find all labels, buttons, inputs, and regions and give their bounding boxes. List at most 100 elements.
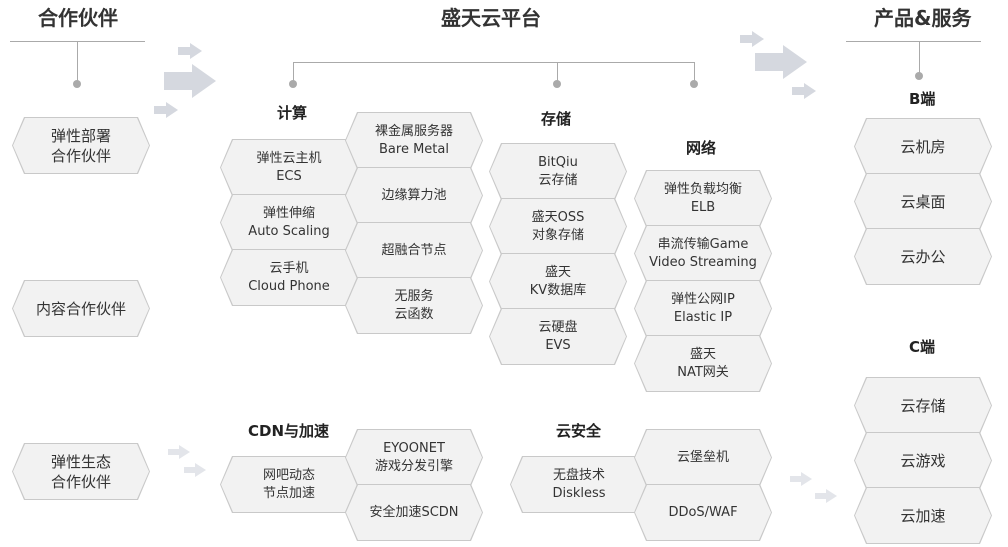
network-title: 网络	[686, 139, 717, 157]
cdn-scdn[interactable]: 安全加速SCDN	[345, 484, 483, 541]
arrow-right-icon	[168, 445, 190, 459]
cdn-internet-cafe[interactable]: 网吧动态节点加速	[220, 456, 358, 513]
arrow-right-icon	[815, 489, 837, 503]
item-label: 弹性公网IP	[671, 291, 735, 307]
item-label: 云手机	[269, 260, 309, 276]
item-sublabel: Auto Scaling	[248, 223, 330, 239]
item-label: 安全加速SCDN	[369, 504, 459, 520]
security-bastion[interactable]: 云堡垒机	[634, 429, 772, 486]
item-sublabel: Bare Metal	[379, 141, 449, 157]
item-sublabel: NAT网关	[677, 364, 729, 380]
platform-dot-compute	[289, 80, 297, 88]
item-label: 云桌面	[900, 192, 946, 211]
compute-bare-metal[interactable]: 裸金属服务器 Bare Metal	[345, 112, 483, 169]
compute-serverless[interactable]: 无服务云函数	[345, 277, 483, 334]
item-sublabel: EVS	[545, 337, 571, 353]
storage-oss[interactable]: 盛天OSS 对象存储	[489, 198, 627, 255]
item-label: 无盘技术	[552, 467, 605, 483]
partners-underline	[10, 41, 145, 42]
item-label: EYOONET	[383, 440, 445, 456]
partner-label: 弹性生态	[50, 452, 111, 471]
item-sublabel: Cloud Phone	[248, 278, 330, 294]
item-label: 云机房	[900, 137, 946, 156]
b-end-title: B端	[909, 90, 936, 108]
products-underline	[846, 41, 981, 42]
item-label: 边缘算力池	[381, 187, 447, 203]
arrow-right-icon	[790, 472, 812, 486]
item-sublabel: KV数据库	[529, 282, 587, 298]
platform-bracket-storage	[557, 62, 558, 84]
b-end-cloud-office[interactable]: 云办公	[854, 228, 992, 285]
platform-bracket-h	[293, 62, 694, 63]
partner-label: 合作伙伴	[50, 146, 111, 165]
arrow-right-icon	[154, 102, 178, 118]
c-end-cloud-storage[interactable]: 云存储	[854, 377, 992, 434]
arrow-right-icon	[792, 83, 816, 99]
item-label: 超融合节点	[381, 242, 447, 258]
partner-elastic-ecosystem[interactable]: 弹性生态合作伙伴	[12, 443, 150, 500]
item-label: 云加速	[900, 506, 946, 525]
partner-content[interactable]: 内容合作伙伴	[12, 280, 150, 337]
item-label: 弹性伸缩	[262, 205, 315, 221]
item-sublabel: Diskless	[552, 485, 606, 501]
network-elb[interactable]: 弹性负载均衡 ELB	[634, 170, 772, 227]
c-end-cloud-gaming[interactable]: 云游戏	[854, 432, 992, 489]
item-label: 串流传输Game	[657, 236, 749, 252]
network-elastic-ip[interactable]: 弹性公网IP Elastic IP	[634, 280, 772, 337]
arrow-right-icon	[164, 64, 216, 98]
storage-evs[interactable]: 云硬盘 EVS	[489, 308, 627, 365]
c-end-title: C端	[909, 338, 936, 356]
storage-title: 存储	[541, 110, 572, 128]
platform-bracket-compute	[293, 62, 294, 84]
item-label: 云硬盘	[538, 319, 578, 335]
compute-auto-scaling[interactable]: 弹性伸缩 Auto Scaling	[220, 194, 358, 251]
item-label: 网吧动态	[262, 467, 315, 483]
item-label: 云存储	[900, 396, 946, 415]
item-label: 裸金属服务器	[374, 123, 453, 139]
platform-dot-network	[690, 80, 698, 88]
item-sublabel: Video Streaming	[649, 254, 757, 270]
compute-edge-pool[interactable]: 边缘算力池	[345, 167, 483, 224]
item-sublabel: 节点加速	[262, 485, 315, 501]
item-sublabel: 对象存储	[531, 227, 584, 243]
storage-kv[interactable]: 盛天 KV数据库	[489, 253, 627, 310]
partners-title: 合作伙伴	[38, 6, 118, 30]
b-end-cloud-room[interactable]: 云机房	[854, 118, 992, 175]
partner-label: 内容合作伙伴	[35, 299, 126, 318]
security-diskless[interactable]: 无盘技术 Diskless	[510, 456, 648, 513]
item-sublabel: ECS	[276, 168, 302, 184]
arrow-right-icon	[755, 45, 807, 79]
cdn-title: CDN与加速	[248, 422, 330, 440]
c-end-cloud-acceleration[interactable]: 云加速	[854, 487, 992, 544]
partner-label: 合作伙伴	[50, 472, 111, 491]
item-label: 弹性负载均衡	[663, 181, 742, 197]
item-label: 盛天OSS	[531, 209, 585, 225]
item-label: 云堡垒机	[676, 449, 729, 465]
item-label: 云游戏	[900, 451, 946, 470]
arrow-right-icon	[178, 43, 202, 59]
item-sublabel: ELB	[690, 199, 716, 215]
compute-ecs[interactable]: 弹性云主机 ECS	[220, 139, 358, 196]
products-stem	[919, 42, 920, 76]
arrow-right-icon	[184, 463, 206, 477]
platform-bracket-network	[694, 62, 695, 84]
item-label: DDoS/WAF	[668, 504, 738, 520]
partner-label: 弹性部署	[50, 126, 111, 145]
products-dot	[915, 72, 923, 80]
network-nat[interactable]: 盛天 NAT网关	[634, 335, 772, 392]
b-end-cloud-desktop[interactable]: 云桌面	[854, 173, 992, 230]
partner-elastic-deploy[interactable]: 弹性部署合作伙伴	[12, 117, 150, 174]
item-sublabel: Elastic IP	[673, 309, 733, 325]
compute-hyperconverged[interactable]: 超融合节点	[345, 222, 483, 279]
security-ddos-waf[interactable]: DDoS/WAF	[634, 484, 772, 541]
item-label: 弹性云主机	[256, 150, 322, 166]
item-sublabel: 云函数	[394, 306, 434, 322]
platform-dot-storage	[553, 80, 561, 88]
compute-cloud-phone[interactable]: 云手机 Cloud Phone	[220, 249, 358, 306]
item-label: 盛天	[544, 264, 571, 280]
products-title: 产品&服务	[874, 6, 972, 30]
item-label: 盛天	[689, 346, 716, 362]
